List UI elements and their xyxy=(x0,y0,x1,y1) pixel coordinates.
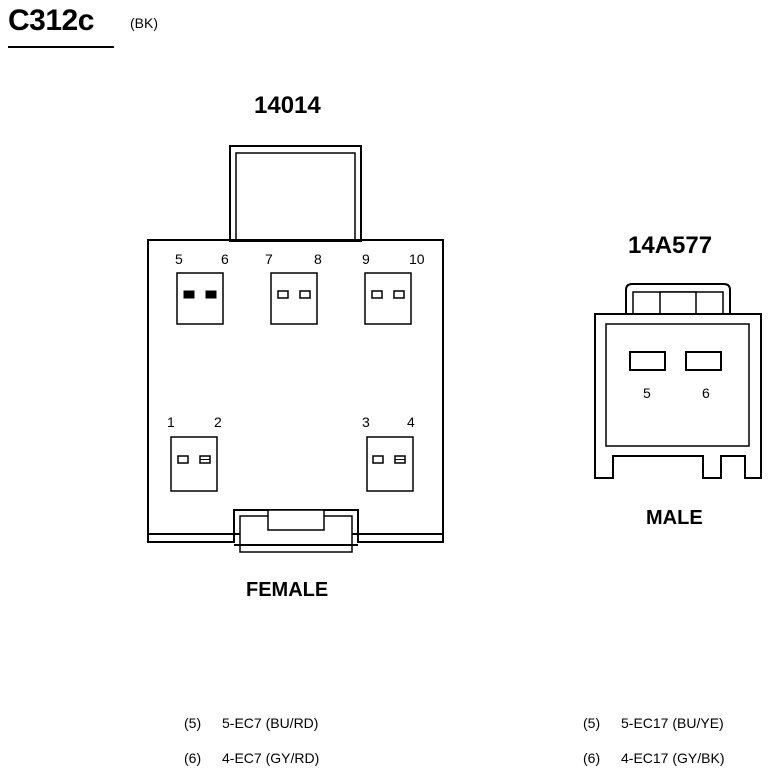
female-pin-label: 4 xyxy=(407,414,415,430)
female-legend-pin: (6) xyxy=(184,750,202,766)
female-pin-label: 9 xyxy=(362,251,370,267)
female-gender-label: FEMALE xyxy=(246,579,329,601)
female-pin-label: 7 xyxy=(265,251,273,267)
connector-color-code: (BK) xyxy=(130,15,158,31)
female-legend-pin: (5) xyxy=(184,715,202,731)
male-pin-label: 5 xyxy=(643,385,651,401)
title-underline xyxy=(8,46,114,48)
male-legend-circuit: 5-EC17 (BU/YE) xyxy=(621,715,724,731)
male-pin-label: 6 xyxy=(702,385,710,401)
female-pin-label: 8 xyxy=(314,251,322,267)
female-pin-label: 6 xyxy=(221,251,229,267)
female-part-number: 14014 xyxy=(254,92,321,119)
female-legend-circuit: 4-EC7 (GY/RD) xyxy=(222,750,320,766)
female-legend-circuit: 5-EC7 (BU/RD) xyxy=(222,715,319,731)
connector-id-title: C312c xyxy=(8,4,94,37)
female-connector-drawing xyxy=(147,145,444,553)
female-pin-label: 10 xyxy=(409,251,425,267)
male-part-number: 14A577 xyxy=(628,232,713,259)
female-pin-label: 3 xyxy=(362,414,370,430)
female-pin-label: 1 xyxy=(167,414,175,430)
male-legend-circuit: 4-EC17 (GY/BK) xyxy=(621,750,725,766)
male-gender-label: MALE xyxy=(646,507,703,529)
female-pin-label: 2 xyxy=(214,414,222,430)
male-connector-drawing xyxy=(594,283,762,479)
male-legend-pin: (6) xyxy=(583,750,601,766)
male-legend-pin: (5) xyxy=(583,715,601,731)
female-pin-label: 5 xyxy=(175,251,183,267)
